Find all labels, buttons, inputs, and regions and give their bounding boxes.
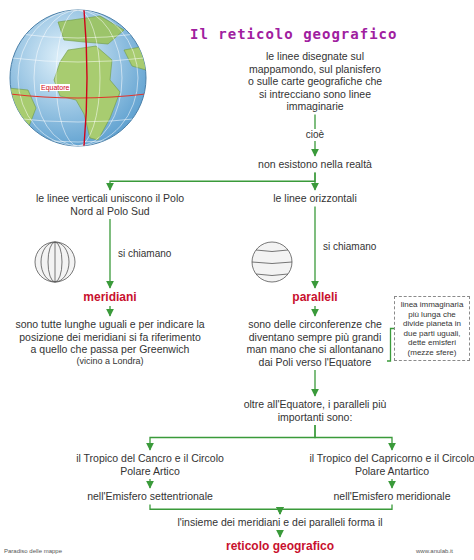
concept-node: reticolo geografico [190,539,370,553]
connector-arrow [109,219,110,288]
edge-label: si chiamano [321,241,378,253]
connector-arrow [149,479,150,488]
parallels-globe [252,242,292,282]
globe-label: Equatore [40,84,70,91]
node-text: l'insieme dei meridiani e dei paralleli … [135,516,425,529]
connector-arrow [109,306,110,316]
node-text: paralleli [255,290,375,304]
connector-arrow [150,505,280,515]
node-text: le linee disegnate sul mappamondo, sul p… [245,50,385,113]
concept-node: l'insieme dei meridiani e dei paralleli … [135,516,425,529]
connector-arrow [391,479,392,488]
connector-arrow [314,207,315,289]
concept-node: nell'Emisfero settentrionale [60,490,240,503]
concept-node: il Tropico del Capricorno e il Circolo P… [307,452,474,477]
meridians-globe [35,242,75,282]
edge-label: si chiamano [116,248,173,260]
concept-node: sono tutte lunghe uguali e per indicare … [15,318,205,367]
node-text: sono tutte lunghe uguali e per indicare … [15,318,205,356]
node-text: le linee verticali uniscono il Polo Nord… [35,192,185,217]
footer-note: Paradiso delle mappe [4,548,62,554]
connector-arrow [314,173,315,191]
concept-node: sono delle circonferenze che diventano s… [245,318,385,368]
node-text: linea immaginaria più lunga che divide p… [399,300,465,357]
node-text: non esistono nella realtà [235,158,395,171]
connector-arrow [279,531,280,538]
node-text: nell'Emisfero settentrionale [60,490,240,503]
globe [8,10,146,146]
node-text: il Tropico del Cancro e il Circolo Polar… [65,452,235,477]
node-text: nell'Emisfero meridionale [302,490,474,503]
connector-arrow [387,329,394,362]
concept-node: non esistono nella realtà [235,158,395,171]
connector-arrow [314,370,315,396]
connector-arrow [150,425,315,450]
title: Il reticolo geografico [190,26,397,42]
connector-arrow [110,173,315,191]
concept-node: le linee verticali uniscono il Polo Nord… [35,192,185,217]
edge-label: cioè [304,129,326,141]
node-text: (vicino a Londra) [15,356,205,367]
node-text: il Tropico del Capricorno e il Circolo P… [307,452,474,477]
node-text: le linee orizzontali [240,192,390,205]
node-text: sono delle circonferenze che diventano s… [245,318,385,368]
concept-node: oltre all'Equatore, i paralleli più impo… [240,398,390,423]
concept-node: meridiani [50,290,170,304]
connector-arrow [315,425,392,450]
connector-arrow [280,505,392,515]
node-text: meridiani [50,290,170,304]
connector-arrow [314,306,315,316]
concept-node: il Tropico del Cancro e il Circolo Polar… [65,452,235,477]
node-text: oltre all'Equatore, i paralleli più impo… [240,398,390,423]
note-box: linea immaginaria più lunga che divide p… [394,296,470,361]
concept-node: paralleli [255,290,375,304]
node-text: reticolo geografico [190,539,370,553]
concept-node: nell'Emisfero meridionale [302,490,474,503]
footer-note: www.anulab.it [416,548,453,554]
concept-node: le linee orizzontali [240,192,390,205]
concept-node: le linee disegnate sul mappamondo, sul p… [245,50,385,113]
